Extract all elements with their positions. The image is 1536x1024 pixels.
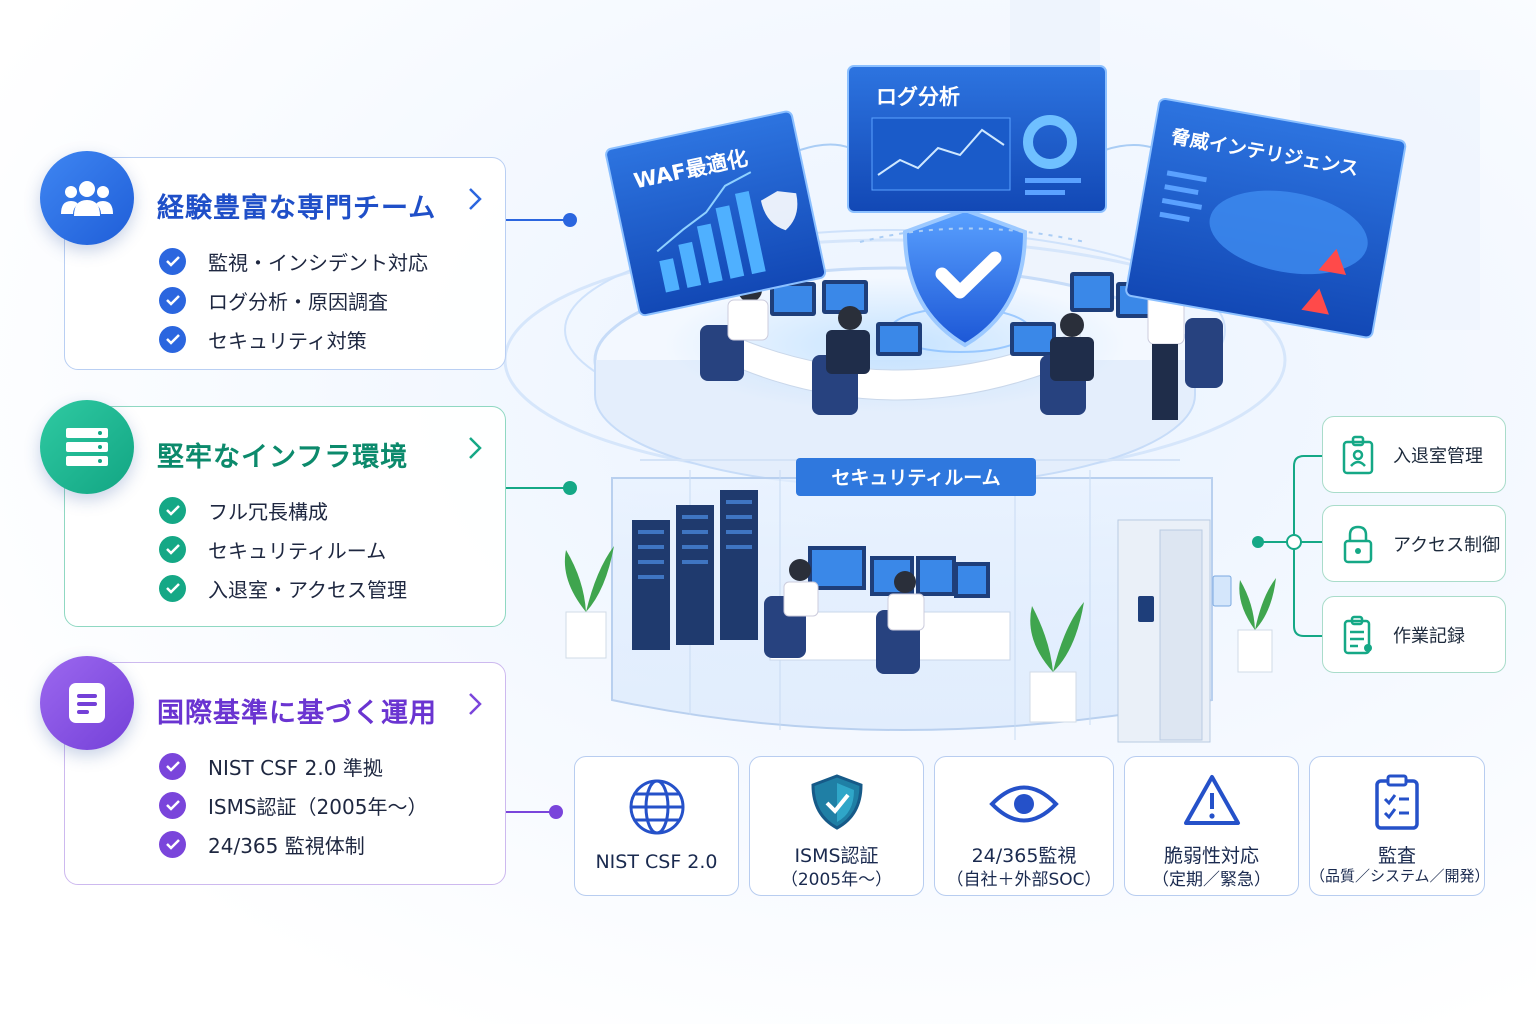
chevron-right-icon[interactable] (467, 435, 483, 465)
document-icon (40, 656, 134, 750)
lock-icon (1323, 524, 1393, 564)
world-map-icon (1209, 190, 1368, 275)
check-icon (159, 753, 186, 780)
access-label: 入退室管理 (1393, 445, 1483, 467)
list-item: 24/365 監視体制 (159, 825, 427, 864)
server-icon (40, 400, 134, 494)
list-item: 入退室・アクセス管理 (159, 569, 407, 608)
donut-chart-icon (1023, 115, 1077, 169)
feature-list: NIST CSF 2.0 準拠 ISMS認証（2005年〜） 24/365 監視… (159, 747, 427, 864)
standard-monitoring[interactable]: 24/365監視 （自社＋外部SOC） (934, 756, 1114, 896)
team-icon (40, 151, 134, 245)
security-room-label: セキュリティルーム (831, 467, 1000, 489)
feature-list: 監視・インシデント対応 ログ分析・原因調査 セキュリティ対策 (159, 242, 428, 359)
chevron-right-icon[interactable] (467, 691, 483, 721)
plant-icon-2 (1029, 602, 1084, 723)
feature-card-team[interactable]: 経験豊富な専門チーム 監視・インシデント対応 ログ分析・原因調査 セキュリティ対… (40, 151, 506, 370)
check-icon (159, 792, 186, 819)
feature-card-infra[interactable]: 堅牢なインフラ環境 フル冗長構成 セキュリティルーム 入退室・アクセス管理 (40, 400, 506, 627)
clipboard-icon (1323, 615, 1393, 655)
feature-title: 堅牢なインフラ環境 (157, 442, 409, 473)
alert-icon-2 (1301, 288, 1329, 315)
standard-label: 監査 (1377, 845, 1416, 867)
standard-sublabel: （自社＋外部SOC） (946, 870, 1102, 890)
standard-label: ISMS認証 (794, 845, 879, 867)
list-item: セキュリティルーム (159, 530, 407, 569)
plant-icon-1 (564, 546, 614, 659)
standard-label: 24/365監視 (971, 845, 1077, 867)
feature-list: フル冗長構成 セキュリティルーム 入退室・アクセス管理 (159, 491, 407, 608)
check-icon (159, 287, 186, 314)
log-screen-title: ログ分析 (876, 85, 960, 109)
check-icon (159, 536, 186, 563)
standard-vulnerability[interactable]: 脆弱性対応 （定期／緊急） (1124, 756, 1299, 896)
standard-sublabel: （2005年〜） (780, 870, 893, 890)
warning-icon (1125, 773, 1298, 827)
list-item: ログ分析・原因調査 (159, 281, 428, 320)
access-item-entry[interactable]: 入退室管理 (1322, 416, 1506, 493)
standard-sublabel: （定期／緊急） (1152, 870, 1271, 890)
standard-label: NIST CSF 2.0 (595, 851, 718, 873)
alert-icon (1318, 248, 1347, 276)
keypad-icon (1138, 596, 1154, 622)
standard-nist[interactable]: NIST CSF 2.0 (574, 756, 739, 896)
check-icon (159, 248, 186, 275)
check-icon (159, 326, 186, 353)
check-icon (159, 575, 186, 602)
checklist-icon (1310, 773, 1484, 831)
standard-audit[interactable]: 監査 （品質／システム／開発） (1309, 756, 1490, 896)
check-icon (159, 831, 186, 858)
badge-reader-icon (1212, 575, 1232, 607)
feature-title: 経験豊富な専門チーム (157, 193, 437, 224)
access-item-control[interactable]: アクセス制御 (1322, 505, 1506, 582)
access-label: アクセス制御 (1393, 534, 1501, 556)
feature-card-standards[interactable]: 国際基準に基づく運用 NIST CSF 2.0 準拠 ISMS認証（2005年〜… (40, 656, 506, 885)
chevron-right-icon[interactable] (467, 186, 483, 216)
plant-icon-3 (1237, 578, 1276, 673)
id-badge-icon (1323, 435, 1393, 475)
list-item: 監視・インシデント対応 (159, 242, 428, 281)
access-label: 作業記録 (1393, 625, 1465, 647)
standard-sublabel: （品質／システム／開発） (1310, 867, 1490, 885)
access-item-log[interactable]: 作業記録 (1322, 596, 1506, 673)
eye-icon (935, 781, 1113, 827)
check-icon (159, 497, 186, 524)
list-item: ISMS認証（2005年〜） (159, 786, 427, 825)
feature-title: 国際基準に基づく運用 (157, 698, 437, 729)
list-item: フル冗長構成 (159, 491, 407, 530)
shield-icon (760, 191, 798, 231)
standard-label: 脆弱性対応 (1163, 845, 1259, 867)
shield-icon (750, 773, 923, 831)
standard-isms[interactable]: ISMS認証 （2005年〜） (749, 756, 924, 896)
globe-icon (575, 777, 738, 837)
list-item: NIST CSF 2.0 準拠 (159, 747, 427, 786)
list-item: セキュリティ対策 (159, 320, 428, 359)
